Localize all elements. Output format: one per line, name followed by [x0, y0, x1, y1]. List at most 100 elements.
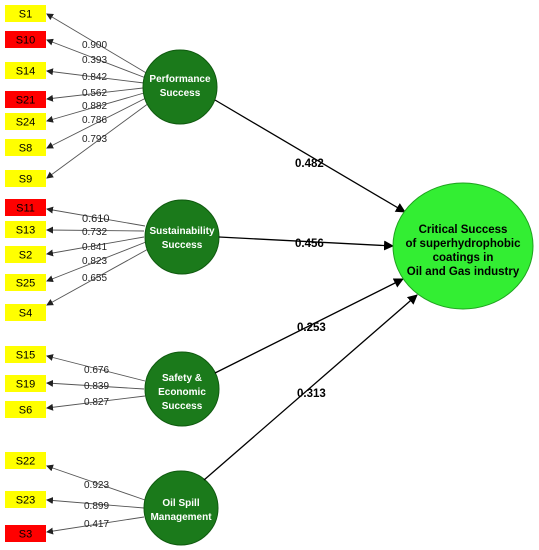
indicator-label: S9	[19, 174, 32, 186]
loading-value: 0.610	[82, 213, 110, 225]
loading-line-s14	[46, 68, 145, 84]
latent-label: Performance	[149, 74, 211, 85]
loading-value: 0.842	[82, 72, 107, 83]
loading-value: 0.839	[84, 381, 109, 392]
indicator-s15: S15	[5, 346, 46, 363]
indicator-label: S13	[16, 225, 36, 237]
loading-value: 0.676	[84, 365, 109, 376]
indicator-s13: S13	[5, 221, 46, 238]
loading-line-s13	[46, 226, 145, 234]
loading-value: 0.923	[84, 480, 109, 491]
latent-circle	[143, 470, 219, 546]
construct-sustainability-success: S11 S13 S2 S25 S4 0.610 0.732 0.841 0.82…	[5, 199, 220, 321]
outcome-label: Critical Success	[419, 224, 508, 236]
latent-circle	[144, 351, 220, 427]
loading-value: 0.900	[82, 40, 107, 51]
indicator-s2: S2	[5, 246, 46, 263]
loading-line-s4	[46, 247, 151, 306]
indicator-s14: S14	[5, 62, 46, 79]
loading-value: 0.562	[82, 88, 107, 99]
path-coefficient-sustainability: 0.456	[295, 238, 324, 250]
indicator-label: S10	[16, 35, 36, 47]
loading-line-s10	[46, 38, 147, 79]
indicator-s23: S23	[5, 491, 46, 508]
indicator-label: S1	[19, 9, 32, 21]
construct-safety-economic-success: S15 S19 S6 0.676 0.839 0.827 Safety & Ec…	[5, 346, 220, 427]
loading-line-s25	[46, 241, 147, 283]
latent-circle	[142, 49, 218, 125]
indicator-s4: S4	[5, 304, 46, 321]
indicator-s9: S9	[5, 170, 46, 187]
loading-line-s1	[46, 13, 149, 75]
indicator-label: S3	[19, 529, 32, 541]
indicator-label: S19	[16, 379, 36, 391]
loading-value: 0.882	[82, 101, 107, 112]
loading-value: 0.827	[84, 397, 109, 408]
indicator-label: S11	[16, 203, 35, 215]
loading-line-s3	[46, 516, 145, 535]
loading-line-s19	[46, 379, 145, 390]
path-arrow-safety	[214, 278, 404, 374]
loading-value: 0.417	[84, 519, 109, 530]
indicator-s6: S6	[5, 401, 46, 418]
indicator-s21: S21	[5, 91, 46, 108]
path-coefficient-safety: 0.253	[297, 322, 326, 334]
indicator-s11: S11	[5, 199, 46, 216]
loading-value: 0.786	[82, 115, 107, 126]
indicator-s24: S24	[5, 113, 46, 130]
loading-value: 0.793	[82, 134, 107, 145]
loading-line-s2	[46, 236, 145, 257]
indicator-s22: S22	[5, 452, 46, 469]
latent-label: Sustainability	[149, 226, 214, 237]
loading-value: 0.899	[84, 501, 109, 512]
indicator-s8: S8	[5, 139, 46, 156]
latent-label: Success	[160, 88, 201, 99]
indicator-label: S15	[16, 350, 36, 362]
indicator-s1: S1	[5, 5, 46, 22]
construct-performance-success: S1 S10 S14 S21 S24 S8 S9 0.900 0.393 0.	[5, 5, 218, 187]
loading-line-s21	[46, 87, 144, 102]
indicator-label: S4	[19, 308, 32, 320]
latent-circle	[144, 199, 220, 275]
indicator-label: S24	[16, 117, 36, 129]
loading-value: 0.841	[82, 242, 107, 253]
indicator-label: S22	[16, 456, 36, 468]
loading-value: 0.823	[82, 256, 107, 267]
loading-line-s22	[46, 464, 146, 501]
path-arrow-oil-spill	[203, 294, 418, 481]
indicator-label: S6	[19, 405, 32, 417]
indicator-label: S23	[16, 495, 36, 507]
indicator-label: S25	[16, 278, 36, 290]
loading-value: 0.393	[82, 55, 107, 66]
loading-line-s9	[46, 102, 150, 179]
latent-label: Safety &	[162, 373, 202, 384]
indicator-label: S2	[19, 250, 32, 262]
path-coefficient-oil-spill: 0.313	[297, 388, 326, 400]
latent-label: Success	[162, 401, 203, 412]
loading-line-s15	[46, 354, 146, 382]
indicator-s19: S19	[5, 375, 46, 392]
loading-line-s8	[46, 97, 147, 149]
outcome-ellipse	[392, 182, 534, 310]
loading-line-s11	[46, 206, 146, 227]
outcome-construct: Critical Success of superhydrophobic coa…	[392, 182, 534, 310]
loading-line-s24	[46, 92, 145, 123]
outcome-label: of superhydrophobic	[406, 238, 522, 250]
latent-label: Economic	[158, 387, 206, 398]
latent-label: Management	[150, 512, 212, 523]
loading-line-s6	[46, 395, 146, 411]
indicator-s10: S10	[5, 31, 46, 48]
loading-value: 0.732	[82, 227, 107, 238]
path-coefficient-performance: 0.482	[295, 158, 324, 170]
indicator-s25: S25	[5, 274, 46, 291]
outcome-label: Oil and Gas industry	[407, 266, 520, 278]
outcome-label: coatings in	[433, 252, 494, 264]
latent-label: Success	[162, 240, 203, 251]
indicator-label: S14	[16, 66, 36, 78]
indicator-label: S8	[19, 143, 32, 155]
loading-line-s23	[46, 497, 145, 509]
path-arrow-sustainability	[218, 236, 394, 251]
construct-oil-spill-management: S22 S23 S3 0.923 0.899 0.417 Oil Spill M…	[5, 452, 219, 546]
indicator-label: S21	[16, 95, 36, 107]
